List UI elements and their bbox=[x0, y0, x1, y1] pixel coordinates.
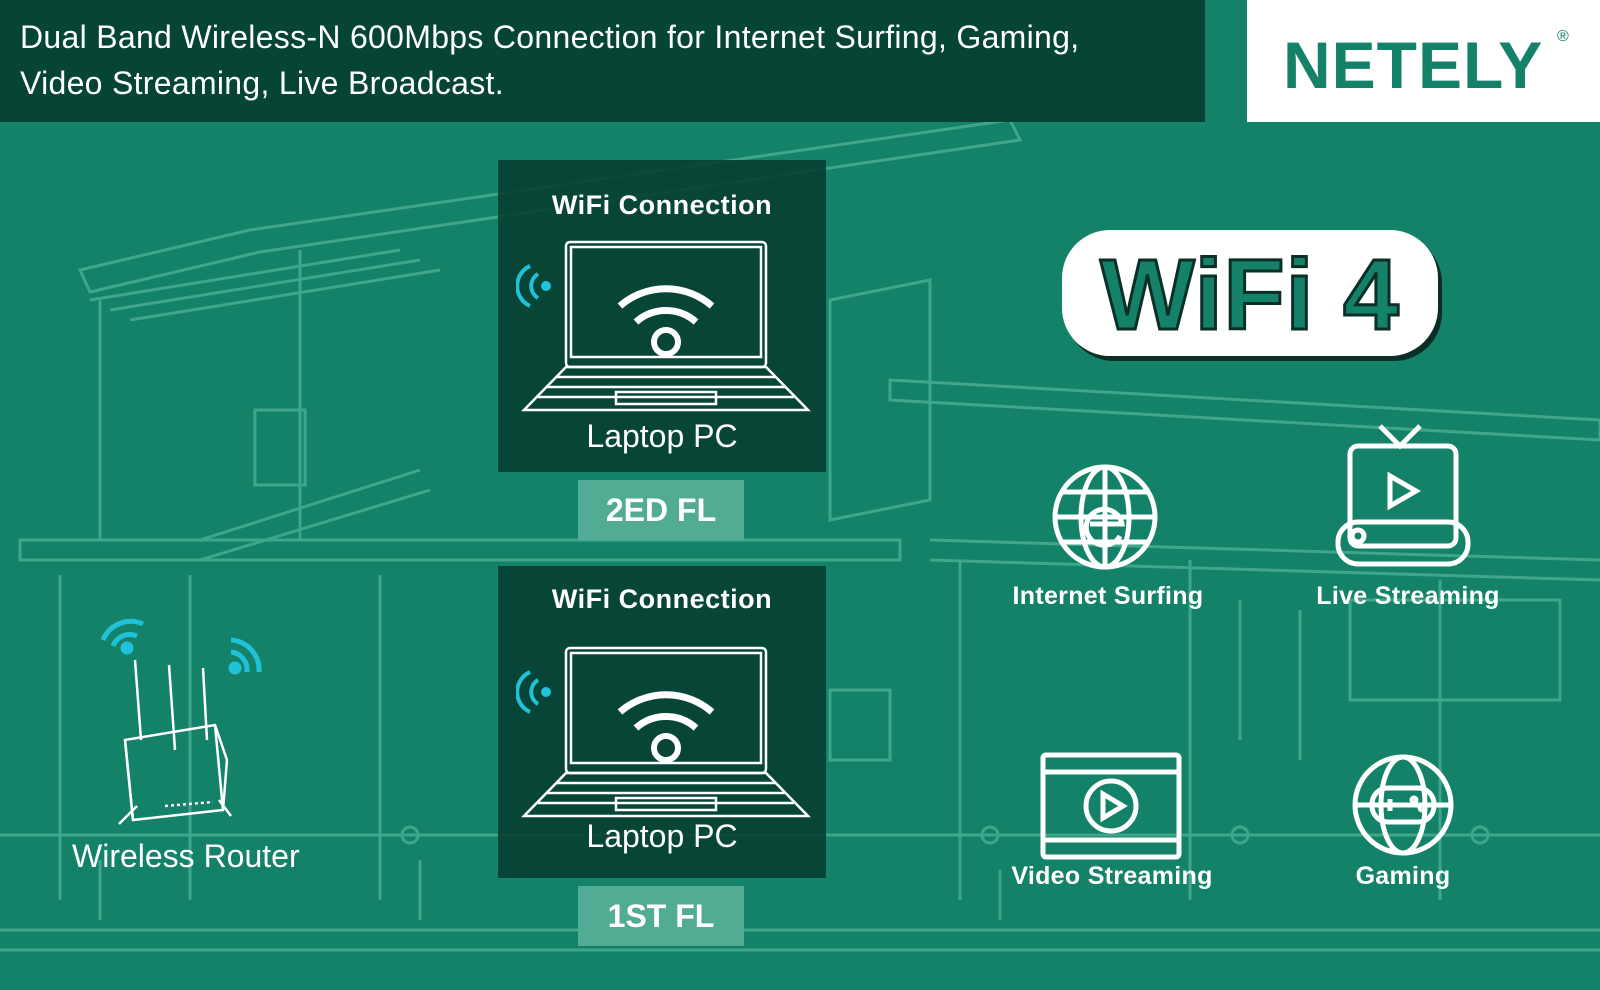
floor-tag-lower: 1ST FL bbox=[578, 886, 744, 946]
device-panel-lower: WiFi Connection Laptop PC bbox=[498, 566, 826, 878]
panel-title: WiFi Connection bbox=[551, 190, 773, 220]
signal-waves-icon bbox=[516, 264, 551, 308]
film-play-icon bbox=[1040, 752, 1182, 860]
router-label: Wireless Router bbox=[72, 838, 300, 874]
headline-line-2: Video Streaming, Live Broadcast. bbox=[20, 65, 504, 101]
feature-label-internet: Internet Surfing bbox=[1012, 582, 1204, 610]
feature-label-gaming: Gaming bbox=[1355, 862, 1451, 890]
globe-e-icon bbox=[1052, 464, 1158, 570]
panel-title: WiFi Connection bbox=[551, 584, 773, 614]
device-label: Laptop PC bbox=[586, 818, 738, 854]
feature-label-video: Video Streaming bbox=[1011, 862, 1213, 890]
registered-mark: ® bbox=[1557, 28, 1569, 45]
headline-banner: Dual Band Wireless-N 600Mbps Connection … bbox=[0, 0, 1205, 122]
device-label: Laptop PC bbox=[586, 418, 738, 454]
wireless-router-icon bbox=[100, 618, 262, 825]
brand-name: NETELY bbox=[1283, 28, 1544, 102]
wifi4-text: WiFi 4 bbox=[1099, 239, 1401, 352]
floor-tag-upper: 2ED FL bbox=[578, 480, 744, 540]
laptop-wifi-icon bbox=[516, 240, 811, 412]
signal-waves-icon bbox=[516, 670, 551, 714]
headline-line-1: Dual Band Wireless-N 600Mbps Connection … bbox=[20, 19, 1080, 55]
device-panel-upper: WiFi Connection Laptop PC bbox=[498, 160, 826, 472]
laptop-wifi-icon bbox=[516, 646, 811, 818]
wifi4-badge: WiFi 4 bbox=[1062, 230, 1438, 356]
live-tv-icon bbox=[1335, 424, 1471, 567]
brand-logo: NETELY ® bbox=[1247, 0, 1600, 122]
feature-label-live: Live Streaming bbox=[1316, 582, 1500, 610]
gamepad-globe-icon bbox=[1352, 754, 1454, 856]
router-signal-icon bbox=[100, 618, 262, 675]
